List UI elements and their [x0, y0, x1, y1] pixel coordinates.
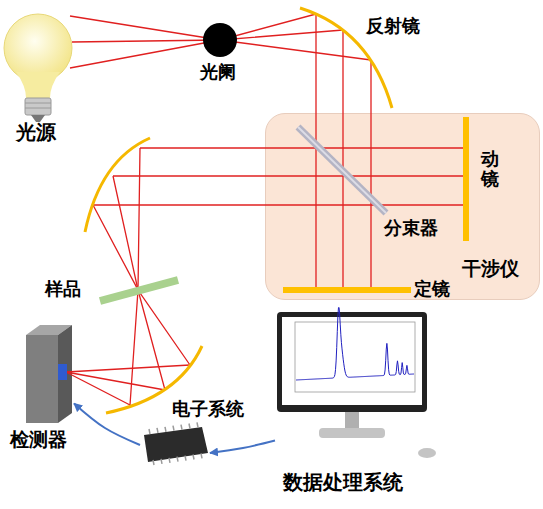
left-mirror — [85, 138, 150, 232]
node-title: 电子系统 — [172, 399, 244, 421]
sample-plate — [100, 280, 178, 301]
interferometer-box: 干涉仪 — [265, 113, 540, 300]
aperture-disc — [203, 23, 237, 57]
node-title: 干涉仪 — [462, 258, 519, 281]
mirror-label: 反射镜 — [366, 16, 420, 38]
moving-mirror-label: 动镜 — [481, 150, 499, 190]
fixed-mirror — [283, 287, 411, 293]
source-label: 光源 — [16, 120, 56, 144]
fixed-mirror-label: 定镜 — [414, 279, 450, 301]
beam-splitter-highlight — [298, 127, 386, 213]
moving-mirror — [463, 117, 469, 241]
aperture-label: 光阑 — [200, 62, 236, 84]
detector-window — [58, 364, 67, 380]
electronics-chip-shape — [140, 425, 210, 465]
node-title: 数据处理系统 — [283, 470, 403, 494]
beam-splitter — [298, 127, 386, 213]
signal-arrow — [210, 441, 275, 454]
computer-station-shape — [275, 310, 440, 460]
lower-mirror — [106, 346, 202, 413]
light-bulb — [4, 14, 72, 122]
computer-station: 数据处理系统 — [275, 310, 440, 460]
signal-arrow — [74, 403, 140, 445]
light-rays — [66, 14, 463, 405]
sample-label: 样品 — [45, 279, 81, 301]
electronics-chip: 电子系统 — [140, 425, 210, 465]
splitter-label: 分束器 — [384, 218, 438, 240]
node-title: 检测器 — [10, 429, 67, 452]
